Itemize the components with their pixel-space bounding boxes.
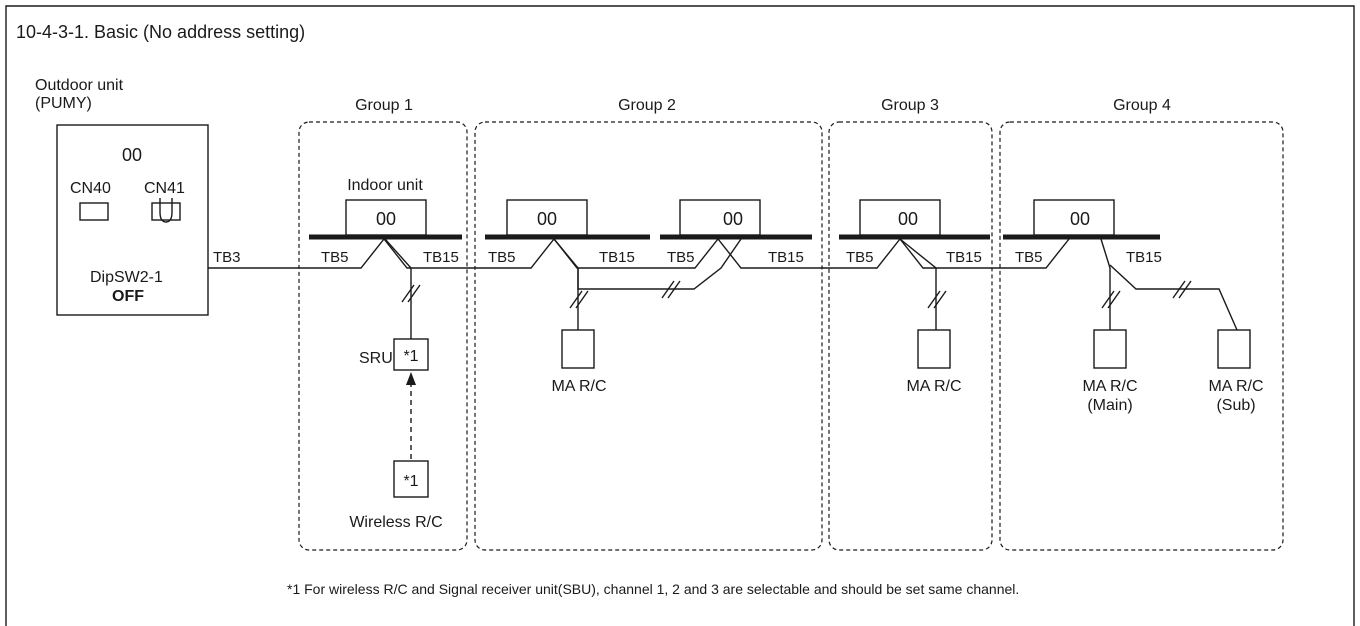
tb15-label: TB15: [768, 249, 804, 266]
wire-tick: [1101, 290, 1115, 309]
remote-wire: [553, 238, 742, 290]
group-3-label: Group 3: [881, 97, 939, 114]
indoor-unit-box: [506, 199, 588, 236]
tb5-label: TB5: [1015, 249, 1043, 266]
tb5-label: TB5: [667, 249, 695, 266]
ma-rc-sub-box: [1217, 329, 1251, 369]
tb15-label: TB15: [423, 249, 459, 266]
group-1-label: Group 1: [355, 97, 413, 114]
wireless-rc-note: *1: [403, 473, 418, 490]
sru-label: SRU: [359, 350, 393, 367]
wire-tick: [927, 290, 941, 309]
wire-tick: [575, 290, 589, 309]
indoor-unit-address: 00: [376, 209, 396, 229]
ma-rc-box: [917, 329, 951, 369]
dipsw-label: DipSW2-1: [90, 269, 163, 286]
wire-tick: [933, 290, 947, 309]
wire-tick: [569, 290, 583, 309]
cn40-label: CN40: [70, 180, 111, 197]
ma-rc-label: MA R/C: [906, 378, 961, 395]
page-title: 10-4-3-1. Basic (No address setting): [16, 22, 305, 42]
sru-note: *1: [403, 348, 418, 365]
indoor-unit-box: [679, 199, 761, 236]
wire-tick: [661, 280, 675, 299]
ma-rc-main-label: MA R/C: [1082, 378, 1137, 395]
group-2-box: [474, 121, 823, 551]
remote-wire: [1109, 264, 1238, 331]
group-4-box: [999, 121, 1284, 551]
remote-wire: [899, 238, 937, 330]
outdoor-unit-label: Outdoor unit: [35, 77, 124, 94]
indoor-unit-address: 00: [898, 209, 918, 229]
ma-rc-box: [561, 329, 595, 369]
tb15-label: TB15: [599, 249, 635, 266]
sru-box: [393, 338, 429, 371]
ma-rc-main-role: (Main): [1087, 397, 1132, 414]
indoor-unit-label: Indoor unit: [347, 177, 423, 194]
group-1-box: [298, 121, 468, 551]
ma-rc-label: MA R/C: [551, 378, 606, 395]
group-3-box: [828, 121, 993, 551]
wire-tick: [1107, 290, 1121, 309]
cn41-connector: [151, 202, 181, 221]
footnote: *1 For wireless R/C and Signal receiver …: [287, 581, 1019, 597]
indoor-unit-address: 00: [1070, 209, 1090, 229]
wire-tick: [1178, 280, 1192, 299]
tb15-label: TB15: [946, 249, 982, 266]
outdoor-unit-model: (PUMY): [35, 95, 92, 112]
outer-frame: [5, 5, 1355, 626]
cn41-jumper-icon: [159, 198, 173, 223]
ma-rc-sub-label: MA R/C: [1208, 378, 1263, 395]
remote-wire: [1100, 238, 1111, 330]
tb5-label: TB5: [846, 249, 874, 266]
wireless-rc-box: [393, 460, 429, 498]
indoor-unit-address: 00: [537, 209, 557, 229]
outdoor-unit-address: 00: [122, 145, 142, 165]
group-2-label: Group 2: [618, 97, 676, 114]
cn41-label: CN41: [144, 180, 185, 197]
group-4-label: Group 4: [1113, 97, 1171, 114]
arrow-up-icon: [406, 372, 416, 385]
cn40-connector: [79, 202, 109, 221]
tb3-label: TB3: [213, 249, 241, 266]
transmission-wire: [208, 237, 1070, 269]
wire-tick: [667, 280, 681, 299]
wire-tick: [407, 284, 421, 303]
wire-tick: [1172, 280, 1186, 299]
wire-tick: [401, 284, 415, 303]
remote-wire: [384, 238, 412, 339]
ma-rc-sub-role: (Sub): [1216, 397, 1255, 414]
wireless-rc-label: Wireless R/C: [349, 514, 442, 531]
tb15-label: TB15: [1126, 249, 1162, 266]
dipsw-state: OFF: [112, 288, 144, 305]
tb5-label: TB5: [321, 249, 349, 266]
indoor-unit-address: 00: [723, 209, 743, 229]
tb5-label: TB5: [488, 249, 516, 266]
ma-rc-main-box: [1093, 329, 1127, 369]
